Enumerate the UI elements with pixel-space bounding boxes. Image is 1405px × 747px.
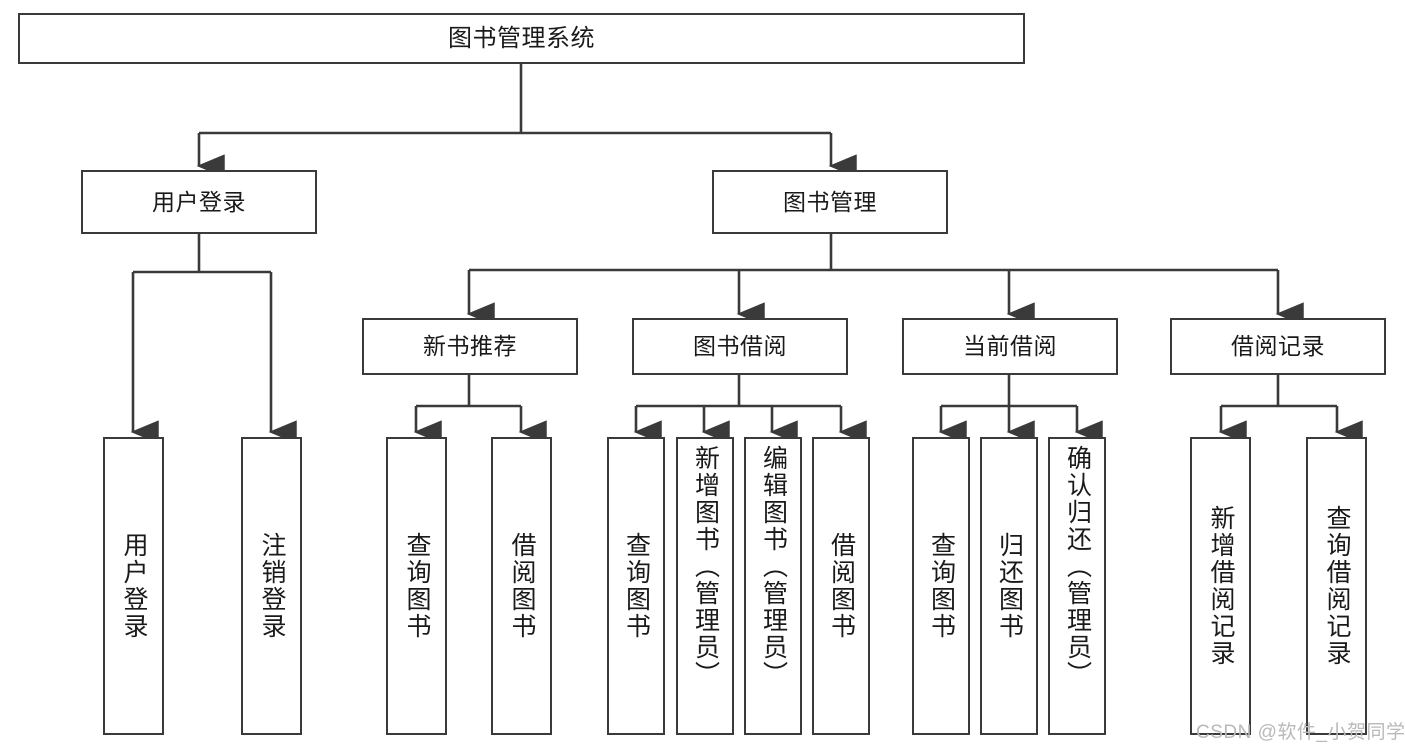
node-user-login[interactable]: 用户登录 (81, 170, 317, 234)
node-label: 当前借阅 (963, 333, 1057, 360)
node-label: 归还图书 (995, 532, 1024, 640)
node-label: 注销登录 (258, 532, 286, 640)
node-current-borrow[interactable]: 当前借阅 (902, 318, 1118, 375)
leaf-borrow-record-add[interactable]: 新增借阅记录 (1190, 437, 1251, 735)
node-label: 查询图书 (622, 532, 651, 640)
leaf-book-borrow-edit[interactable]: 编辑图书（管理员） (744, 437, 802, 735)
watermark-text: CSDN @软件_小贺同学 (1196, 722, 1405, 743)
node-label: 查询图书 (927, 532, 956, 640)
node-root-book-management-system[interactable]: 图书管理系统 (18, 13, 1025, 64)
leaf-book-borrow-query[interactable]: 查询图书 (607, 437, 665, 735)
leaf-book-borrow-add[interactable]: 新增图书（管理员） (676, 437, 734, 735)
node-label: 编辑图书（管理员） (759, 445, 788, 688)
leaf-user-login-login[interactable]: 用户登录 (103, 437, 164, 735)
leaf-borrow-record-query[interactable]: 查询借阅记录 (1306, 437, 1367, 735)
leaf-new-book-borrow[interactable]: 借阅图书 (491, 437, 552, 735)
node-label: 图书借阅 (693, 333, 787, 360)
node-label: 图书管理系统 (448, 24, 595, 52)
leaf-user-login-logout[interactable]: 注销登录 (241, 437, 302, 735)
node-label: 查询图书 (403, 532, 431, 640)
node-label: 新书推荐 (423, 333, 517, 360)
leaf-current-borrow-return[interactable]: 归还图书 (980, 437, 1038, 735)
leaf-new-book-query[interactable]: 查询图书 (386, 437, 447, 735)
node-label: 借阅图书 (508, 532, 536, 640)
leaf-book-borrow-borrow[interactable]: 借阅图书 (812, 437, 870, 735)
node-label: 借阅记录 (1231, 333, 1325, 360)
node-borrow-record[interactable]: 借阅记录 (1170, 318, 1386, 375)
node-label: 用户登录 (152, 188, 246, 215)
node-book-management[interactable]: 图书管理 (712, 170, 948, 234)
leaf-current-borrow-query[interactable]: 查询图书 (912, 437, 970, 735)
node-new-book-recommend[interactable]: 新书推荐 (362, 318, 578, 375)
node-book-borrow[interactable]: 图书借阅 (632, 318, 848, 375)
node-label: 查询借阅记录 (1323, 505, 1351, 667)
node-label: 图书管理 (783, 188, 877, 215)
node-label: 新增图书（管理员） (691, 445, 720, 688)
node-label: 确认归还（管理员） (1063, 445, 1092, 688)
node-label: 新增借阅记录 (1207, 505, 1235, 667)
node-label: 用户登录 (120, 532, 148, 640)
leaf-current-borrow-confirm-return[interactable]: 确认归还（管理员） (1048, 437, 1106, 735)
node-label: 借阅图书 (827, 532, 856, 640)
